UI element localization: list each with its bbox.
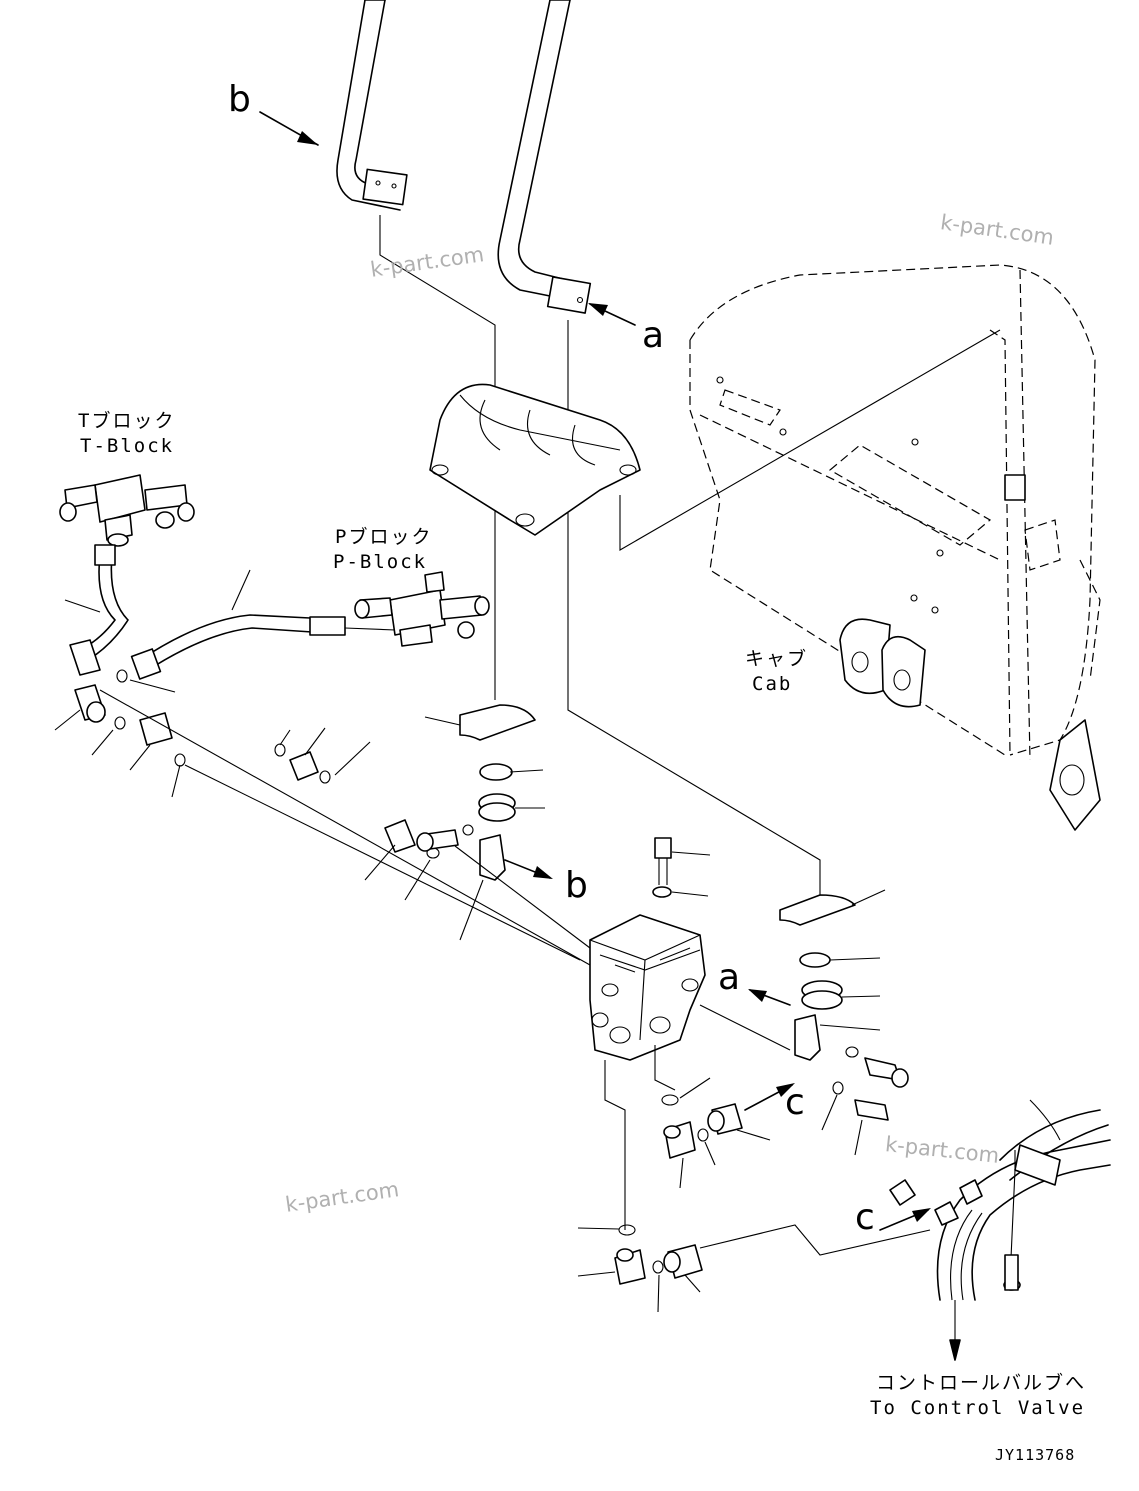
cab-label-en: Cab	[752, 673, 793, 695]
callout-c-mid: c	[785, 1082, 805, 1123]
callout-arrows	[259, 111, 931, 1231]
callout-b-mid: b	[565, 865, 588, 906]
callout-a-mid: a	[718, 957, 741, 998]
hose-p-block	[130, 569, 396, 680]
t-block-label-jp: Tブロック	[78, 410, 176, 432]
handrail-left	[336, 0, 496, 700]
t-block	[59, 474, 195, 547]
callout-a-top: a	[642, 315, 665, 356]
fittings-left	[54, 669, 591, 966]
hose-left	[64, 544, 129, 676]
p-block	[354, 571, 490, 647]
fittings-center	[274, 704, 591, 949]
p-block-label-jp: Pブロック	[335, 526, 433, 548]
cab-outline	[689, 264, 1101, 831]
control-valve-label-jp: コントロールバルブへ	[876, 1372, 1087, 1394]
p-block-label-en: P-Block	[333, 551, 428, 573]
hose-bundle-right	[889, 1099, 1111, 1361]
ppc-valve	[589, 837, 711, 1230]
control-valve-label-en: To Control Valve	[870, 1397, 1086, 1419]
floor-cover	[429, 329, 1001, 551]
fittings-right	[699, 889, 909, 1156]
t-block-label-en: T-Block	[80, 435, 175, 457]
cab-label-jp: キャブ	[745, 648, 809, 670]
callout-b-top: b	[228, 79, 251, 120]
drawing-code: JY113768	[995, 1446, 1076, 1464]
callout-c-right: c	[855, 1197, 875, 1238]
handrail-center	[497, 0, 821, 895]
fittings-lower	[577, 1077, 931, 1313]
